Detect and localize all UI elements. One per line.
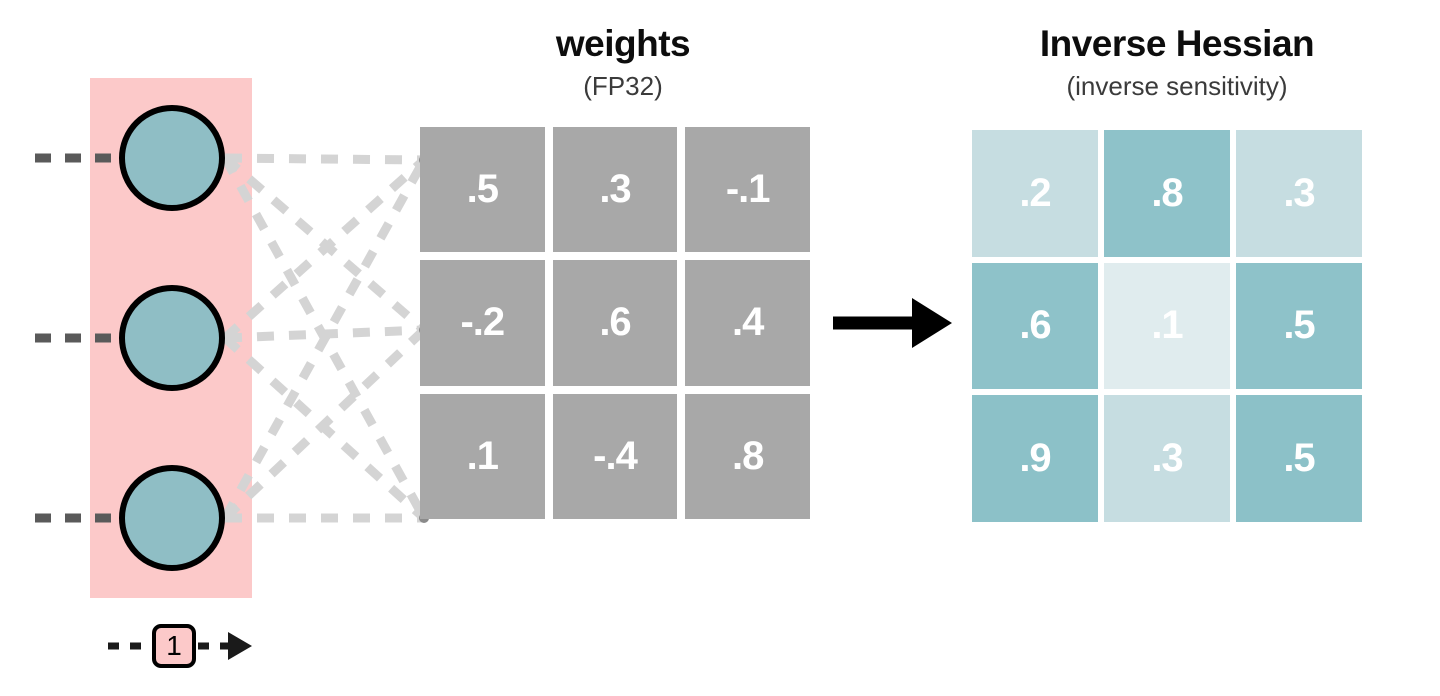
hessian-cell-r0c2: .3 — [1236, 130, 1362, 257]
neuron-node-3[interactable] — [119, 465, 225, 571]
weight-cell-r0c2: -.1 — [685, 127, 810, 253]
transform-arrow — [833, 298, 952, 348]
weight-cell-r1c2: .4 — [685, 260, 810, 386]
hessian-cell-r1c2: .5 — [1236, 262, 1362, 390]
weights-matrix: .5 .3 -.1 -.2 .6 .4 .1 -.4 .8 — [420, 127, 810, 519]
step-badge[interactable]: 1 — [152, 624, 196, 668]
weight-cell-r2c2: .8 — [685, 393, 810, 519]
weight-cell-r1c1: .6 — [552, 260, 678, 386]
weights-subtitle: (FP32) — [583, 71, 663, 101]
hessian-cell-r0c1: .8 — [1104, 130, 1230, 257]
hessian-cell-r1c1: .1 — [1104, 262, 1230, 390]
weights-title: weights — [555, 23, 691, 64]
hessian-cell-r2c2: .5 — [1236, 395, 1362, 522]
neuron-node-2[interactable] — [119, 285, 225, 391]
hessian-cell-r2c1: .3 — [1104, 395, 1230, 522]
weight-cell-r0c0: .5 — [420, 127, 545, 253]
weight-cell-r0c1: .3 — [552, 127, 678, 253]
weight-cell-r1c0: -.2 — [420, 260, 545, 386]
hessian-cell-r1c0: .6 — [972, 262, 1098, 390]
weight-cell-r2c0: .1 — [420, 393, 545, 519]
weight-cell-r2c1: -.4 — [552, 393, 678, 519]
hessian-title: Inverse Hessian — [1039, 23, 1315, 64]
step-arrowhead — [228, 632, 252, 660]
neuron-node-1[interactable] — [119, 105, 225, 211]
hessian-subtitle: (inverse sensitivity) — [1066, 71, 1288, 101]
hessian-cell-r0c0: .2 — [972, 130, 1098, 257]
inverse-hessian-matrix: .2 .8 .3 .6 .1 .5 .9 .3 .5 — [972, 130, 1362, 522]
hessian-cell-r2c0: .9 — [972, 395, 1098, 522]
step-number: 1 — [166, 630, 182, 661]
